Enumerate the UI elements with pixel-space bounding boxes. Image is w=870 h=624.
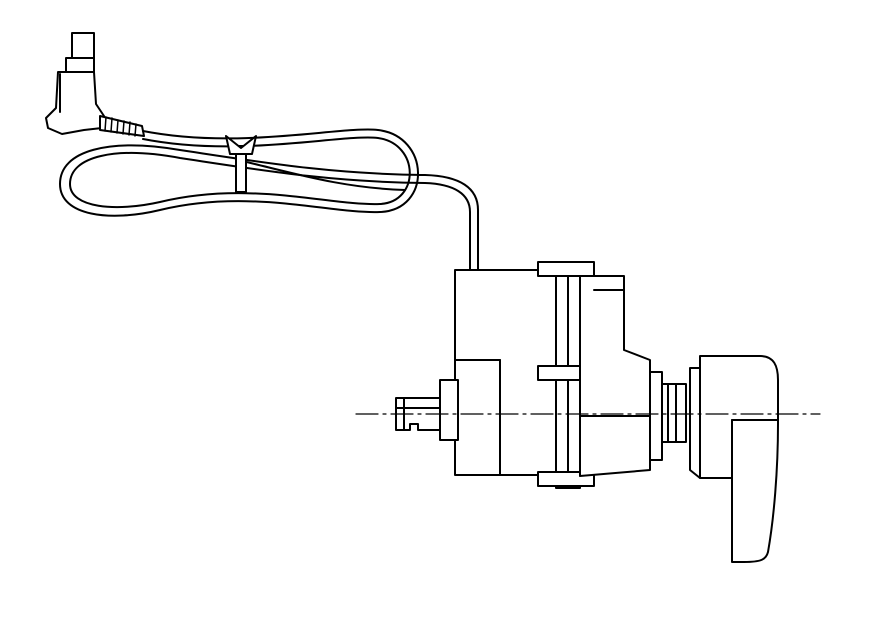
strain-relief-ribs bbox=[105, 117, 136, 136]
cable-segment-inner bbox=[70, 138, 470, 270]
knob-body bbox=[700, 356, 778, 562]
gearbox-body bbox=[580, 276, 650, 476]
output-coupling bbox=[650, 372, 686, 460]
cable-tie-band bbox=[236, 146, 246, 192]
cable-tie-head bbox=[226, 136, 256, 154]
flange-tab-top bbox=[538, 262, 594, 276]
knob-front-face bbox=[690, 368, 700, 478]
dc-plug-connector bbox=[46, 33, 144, 136]
cable-segment-outer bbox=[60, 130, 478, 270]
coupling-ring bbox=[650, 372, 662, 460]
cable-tie bbox=[226, 136, 256, 192]
coupling-hub bbox=[662, 384, 686, 442]
cable-loop-outer-back bbox=[238, 160, 405, 190]
plug-tip bbox=[72, 33, 94, 59]
gearbox-housing bbox=[538, 262, 650, 488]
coiled-cable bbox=[60, 130, 478, 270]
shaft-collar bbox=[440, 380, 458, 440]
control-knob bbox=[690, 356, 778, 562]
